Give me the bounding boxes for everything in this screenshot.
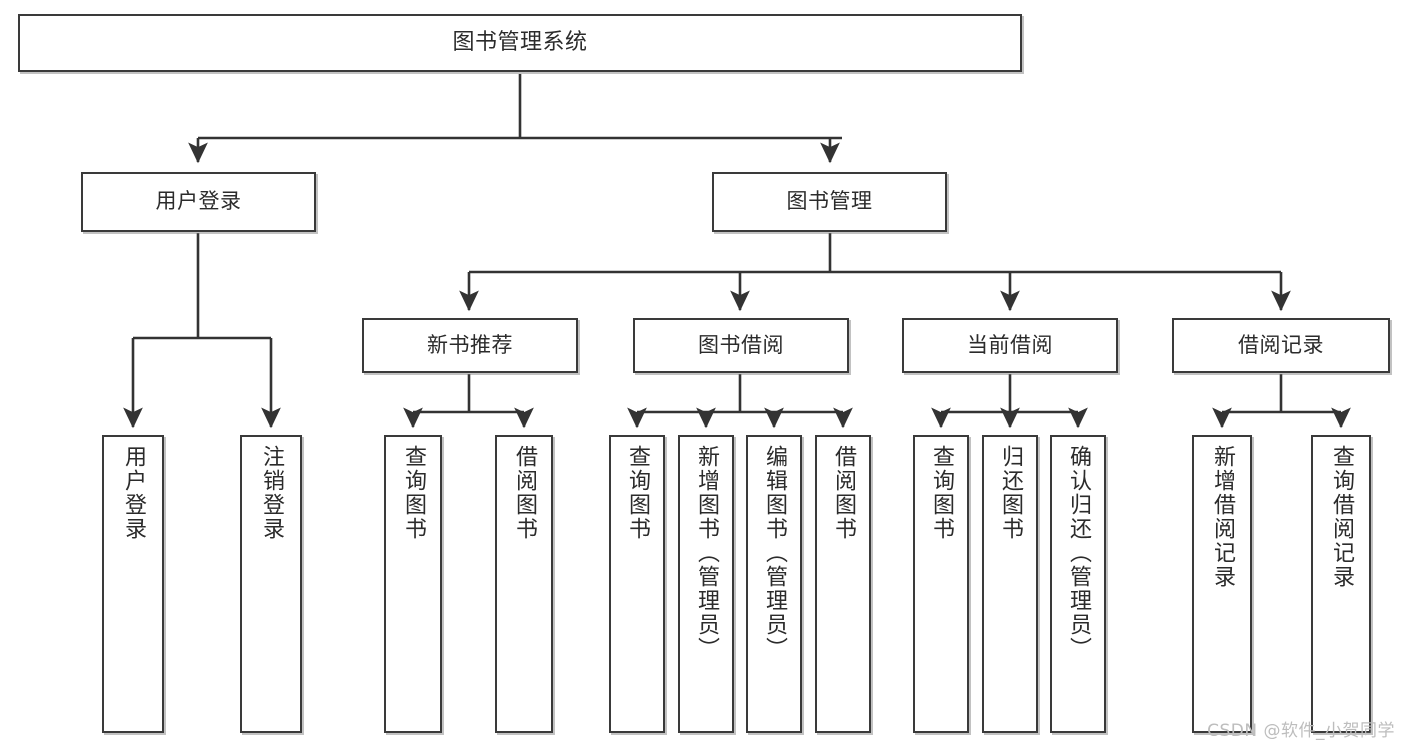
node-leaf-edit-book[interactable]: 编辑图书（管理员） xyxy=(746,435,802,733)
node-leaf-borrow-book-1[interactable]: 借阅图书 xyxy=(495,435,553,733)
node-leaf-logout-label: 注销登录 xyxy=(258,445,284,541)
node-book-borrow[interactable]: 图书借阅 xyxy=(633,318,849,373)
node-book-management[interactable]: 图书管理 xyxy=(712,172,947,232)
node-root[interactable]: 图书管理系统 xyxy=(18,14,1022,72)
node-leaf-return-book[interactable]: 归还图书 xyxy=(982,435,1038,733)
node-borrow-record-label: 借阅记录 xyxy=(1238,332,1324,357)
node-leaf-query-book-2-label: 查询图书 xyxy=(624,445,650,541)
node-leaf-logout[interactable]: 注销登录 xyxy=(240,435,302,733)
node-leaf-query-record[interactable]: 查询借阅记录 xyxy=(1311,435,1371,733)
node-current-borrow-label: 当前借阅 xyxy=(967,332,1053,357)
node-user-login[interactable]: 用户登录 xyxy=(81,172,316,232)
watermark: CSDN @软件_小贺同学 xyxy=(1207,721,1395,741)
node-borrow-record[interactable]: 借阅记录 xyxy=(1172,318,1390,373)
node-leaf-borrow-book-2[interactable]: 借阅图书 xyxy=(815,435,871,733)
node-leaf-query-book-3-label: 查询图书 xyxy=(928,445,954,541)
node-leaf-user-login[interactable]: 用户登录 xyxy=(102,435,164,733)
node-leaf-edit-book-label: 编辑图书（管理员） xyxy=(761,445,787,661)
node-leaf-return-book-label: 归还图书 xyxy=(997,445,1023,541)
node-user-login-label: 用户登录 xyxy=(155,189,242,214)
node-leaf-query-book-1[interactable]: 查询图书 xyxy=(384,435,442,733)
node-leaf-add-record-label: 新增借阅记录 xyxy=(1209,445,1235,589)
node-book-management-label: 图书管理 xyxy=(786,189,873,214)
node-new-book-recommend-label: 新书推荐 xyxy=(427,332,513,357)
node-leaf-confirm-return-label: 确认归还（管理员） xyxy=(1065,445,1091,661)
node-leaf-query-book-2[interactable]: 查询图书 xyxy=(609,435,665,733)
node-leaf-query-record-label: 查询借阅记录 xyxy=(1328,445,1354,589)
node-leaf-user-login-label: 用户登录 xyxy=(120,445,146,541)
node-book-borrow-label: 图书借阅 xyxy=(698,332,784,357)
node-current-borrow[interactable]: 当前借阅 xyxy=(902,318,1118,373)
node-leaf-add-book[interactable]: 新增图书（管理员） xyxy=(678,435,734,733)
node-leaf-add-record[interactable]: 新增借阅记录 xyxy=(1192,435,1252,733)
node-leaf-confirm-return[interactable]: 确认归还（管理员） xyxy=(1050,435,1106,733)
node-leaf-add-book-label: 新增图书（管理员） xyxy=(693,445,719,661)
node-root-label: 图书管理系统 xyxy=(452,29,588,55)
node-leaf-borrow-book-2-label: 借阅图书 xyxy=(830,445,856,541)
node-leaf-borrow-book-1-label: 借阅图书 xyxy=(511,445,537,541)
node-leaf-query-book-3[interactable]: 查询图书 xyxy=(913,435,969,733)
node-leaf-query-book-1-label: 查询图书 xyxy=(400,445,426,541)
node-new-book-recommend[interactable]: 新书推荐 xyxy=(362,318,578,373)
